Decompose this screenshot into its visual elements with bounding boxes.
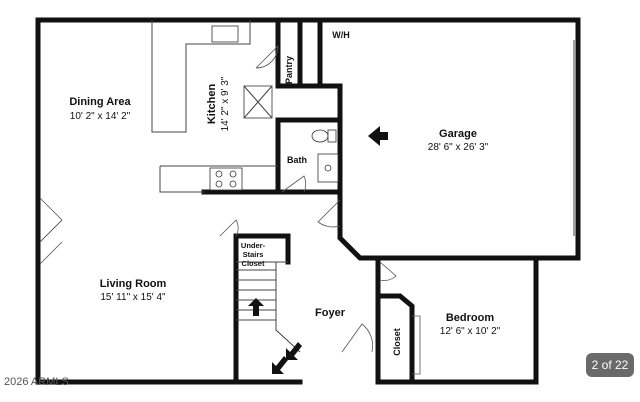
room-labels: Dining Area 10' 2" x 14' 2" Kitchen 14' …	[69, 30, 500, 356]
stairs	[236, 261, 301, 353]
understairs-line2: Stairs	[243, 250, 264, 259]
living-dim: 15' 11" x 15' 4"	[100, 292, 166, 303]
pagination-badge[interactable]: 2 of 22	[586, 353, 634, 377]
kitchen-dim: 14' 2" x 9' 3"	[220, 76, 231, 131]
arrows	[248, 126, 388, 374]
bath-fixtures	[311, 129, 339, 183]
understairs-line1: Under-	[241, 241, 266, 250]
garage-entry-arrow-icon	[368, 126, 388, 146]
foyer-arrow-icon	[286, 342, 302, 360]
understairs-line3: Closet	[242, 259, 265, 268]
closet-name: Closet	[392, 328, 402, 356]
stairs-up-arrow-icon	[248, 298, 264, 316]
stairs-down-arrow-icon	[272, 356, 288, 374]
bedroom-name: Bedroom	[446, 312, 495, 324]
pantry-name: Pantry	[284, 56, 294, 84]
doors	[39, 40, 575, 375]
watermark: 2026 ARMLS	[4, 376, 69, 388]
garage-dim: 28' 6" x 26' 3"	[428, 142, 489, 153]
wh-name: W/H	[332, 30, 350, 40]
foyer-name: Foyer	[315, 307, 346, 319]
dining-name: Dining Area	[69, 96, 131, 108]
dining-dim: 10' 2" x 14' 2"	[70, 111, 131, 122]
garage-name: Garage	[439, 128, 477, 140]
exterior-walls	[35, 17, 581, 385]
living-name: Living Room	[100, 278, 167, 290]
interior-walls	[201, 17, 415, 385]
bedroom-dim: 12' 6" x 10' 2"	[440, 326, 501, 337]
kitchen-counters	[151, 20, 278, 193]
bath-name: Bath	[287, 155, 307, 165]
kitchen-name: Kitchen	[206, 84, 218, 125]
